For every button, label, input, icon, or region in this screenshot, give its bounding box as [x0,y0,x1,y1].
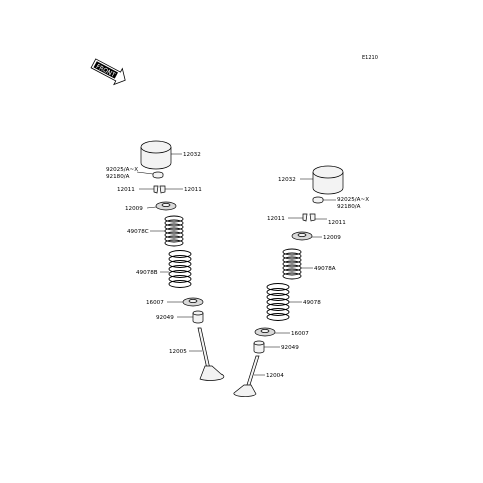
label-left-shim-alt: 92180/A [106,174,130,180]
left-spring-retainer [155,201,177,211]
label-right-inner-spring: 49078A [314,266,336,272]
right-shim [312,196,324,204]
right-valve-lifter [312,165,344,195]
left-valve-lifter [140,140,172,170]
label-left-retainer: 12009 [125,206,143,212]
diagram-code: E1210 [362,55,378,61]
label-left-cotter-a: 12011 [184,187,202,193]
label-left-outer-spring: 49078B [136,270,158,276]
right-inner-spring [282,248,302,280]
label-right-cotter-b: 12011 [328,220,346,226]
left-outer-spring [168,250,192,288]
right-outer-spring [266,283,290,321]
right-spring-seat [254,327,276,337]
label-right-retainer: 12009 [323,235,341,241]
label-left-seal: 92049 [156,315,174,321]
label-right-seat: 16007 [291,331,309,337]
left-inner-spring [164,215,184,247]
label-left-shim: 92025/A~X [106,167,138,173]
right-valve [233,355,260,397]
label-right-shim-alt: 92180/A [337,204,361,210]
label-left-seat: 16007 [146,300,164,306]
label-right-shim: 92025/A~X [337,197,369,203]
label-right-seal: 92049 [281,345,299,351]
right-stem-seal [253,340,265,354]
label-left-lifter: 12032 [183,152,201,158]
label-right-valve: 12004 [266,373,284,379]
right-cotters [302,213,316,222]
label-right-cotter-a: 12011 [267,216,285,222]
left-shim [152,171,164,179]
label-right-lifter: 12032 [278,177,296,183]
left-stem-seal [192,310,204,324]
front-arrow-icon: FRONT [90,58,126,86]
right-spring-retainer [291,231,313,241]
left-cotters [153,185,166,194]
left-valve [197,327,225,381]
label-left-inner-spring: 49078C [127,229,149,235]
label-left-cotter-b: 12011 [117,187,135,193]
label-left-valve: 12005 [169,349,187,355]
left-spring-seat [182,297,204,307]
label-right-outer-spring: 49078 [303,300,321,306]
